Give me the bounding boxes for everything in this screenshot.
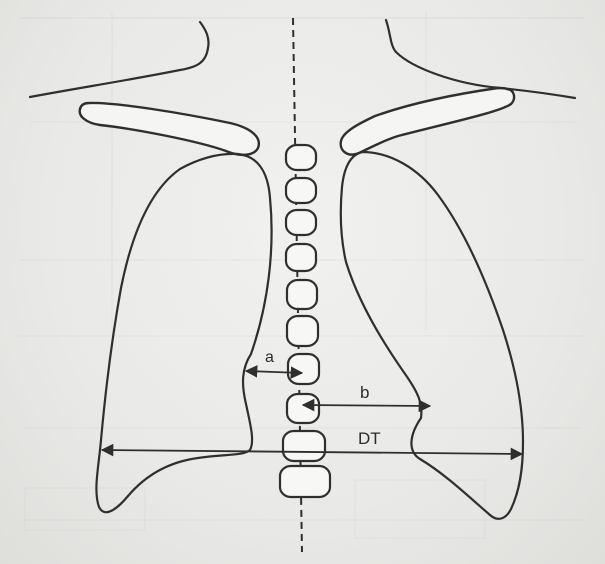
- vertebra: [287, 316, 318, 346]
- left-shoulder-contour: [30, 22, 209, 97]
- vertebra: [287, 280, 317, 309]
- vertebra: [286, 178, 316, 203]
- right-shoulder-contour: [386, 20, 575, 98]
- label-b: b: [360, 383, 369, 402]
- left-clavicle: [80, 103, 259, 155]
- left-lung-outline: [341, 152, 523, 519]
- vertebra: [286, 210, 316, 235]
- vertebra: [286, 145, 316, 170]
- label-dt: DT: [358, 429, 381, 448]
- label-a: a: [265, 349, 274, 366]
- vertebra: [283, 431, 325, 461]
- vertebra: [287, 394, 319, 423]
- right-clavicle: [341, 88, 514, 155]
- vertebral-column: [280, 145, 330, 497]
- right-lung-outline: [96, 154, 271, 512]
- measure-arrow-b: [303, 405, 430, 406]
- vertebra: [286, 244, 316, 271]
- vertebra: [288, 354, 319, 384]
- vertebra: [280, 466, 330, 497]
